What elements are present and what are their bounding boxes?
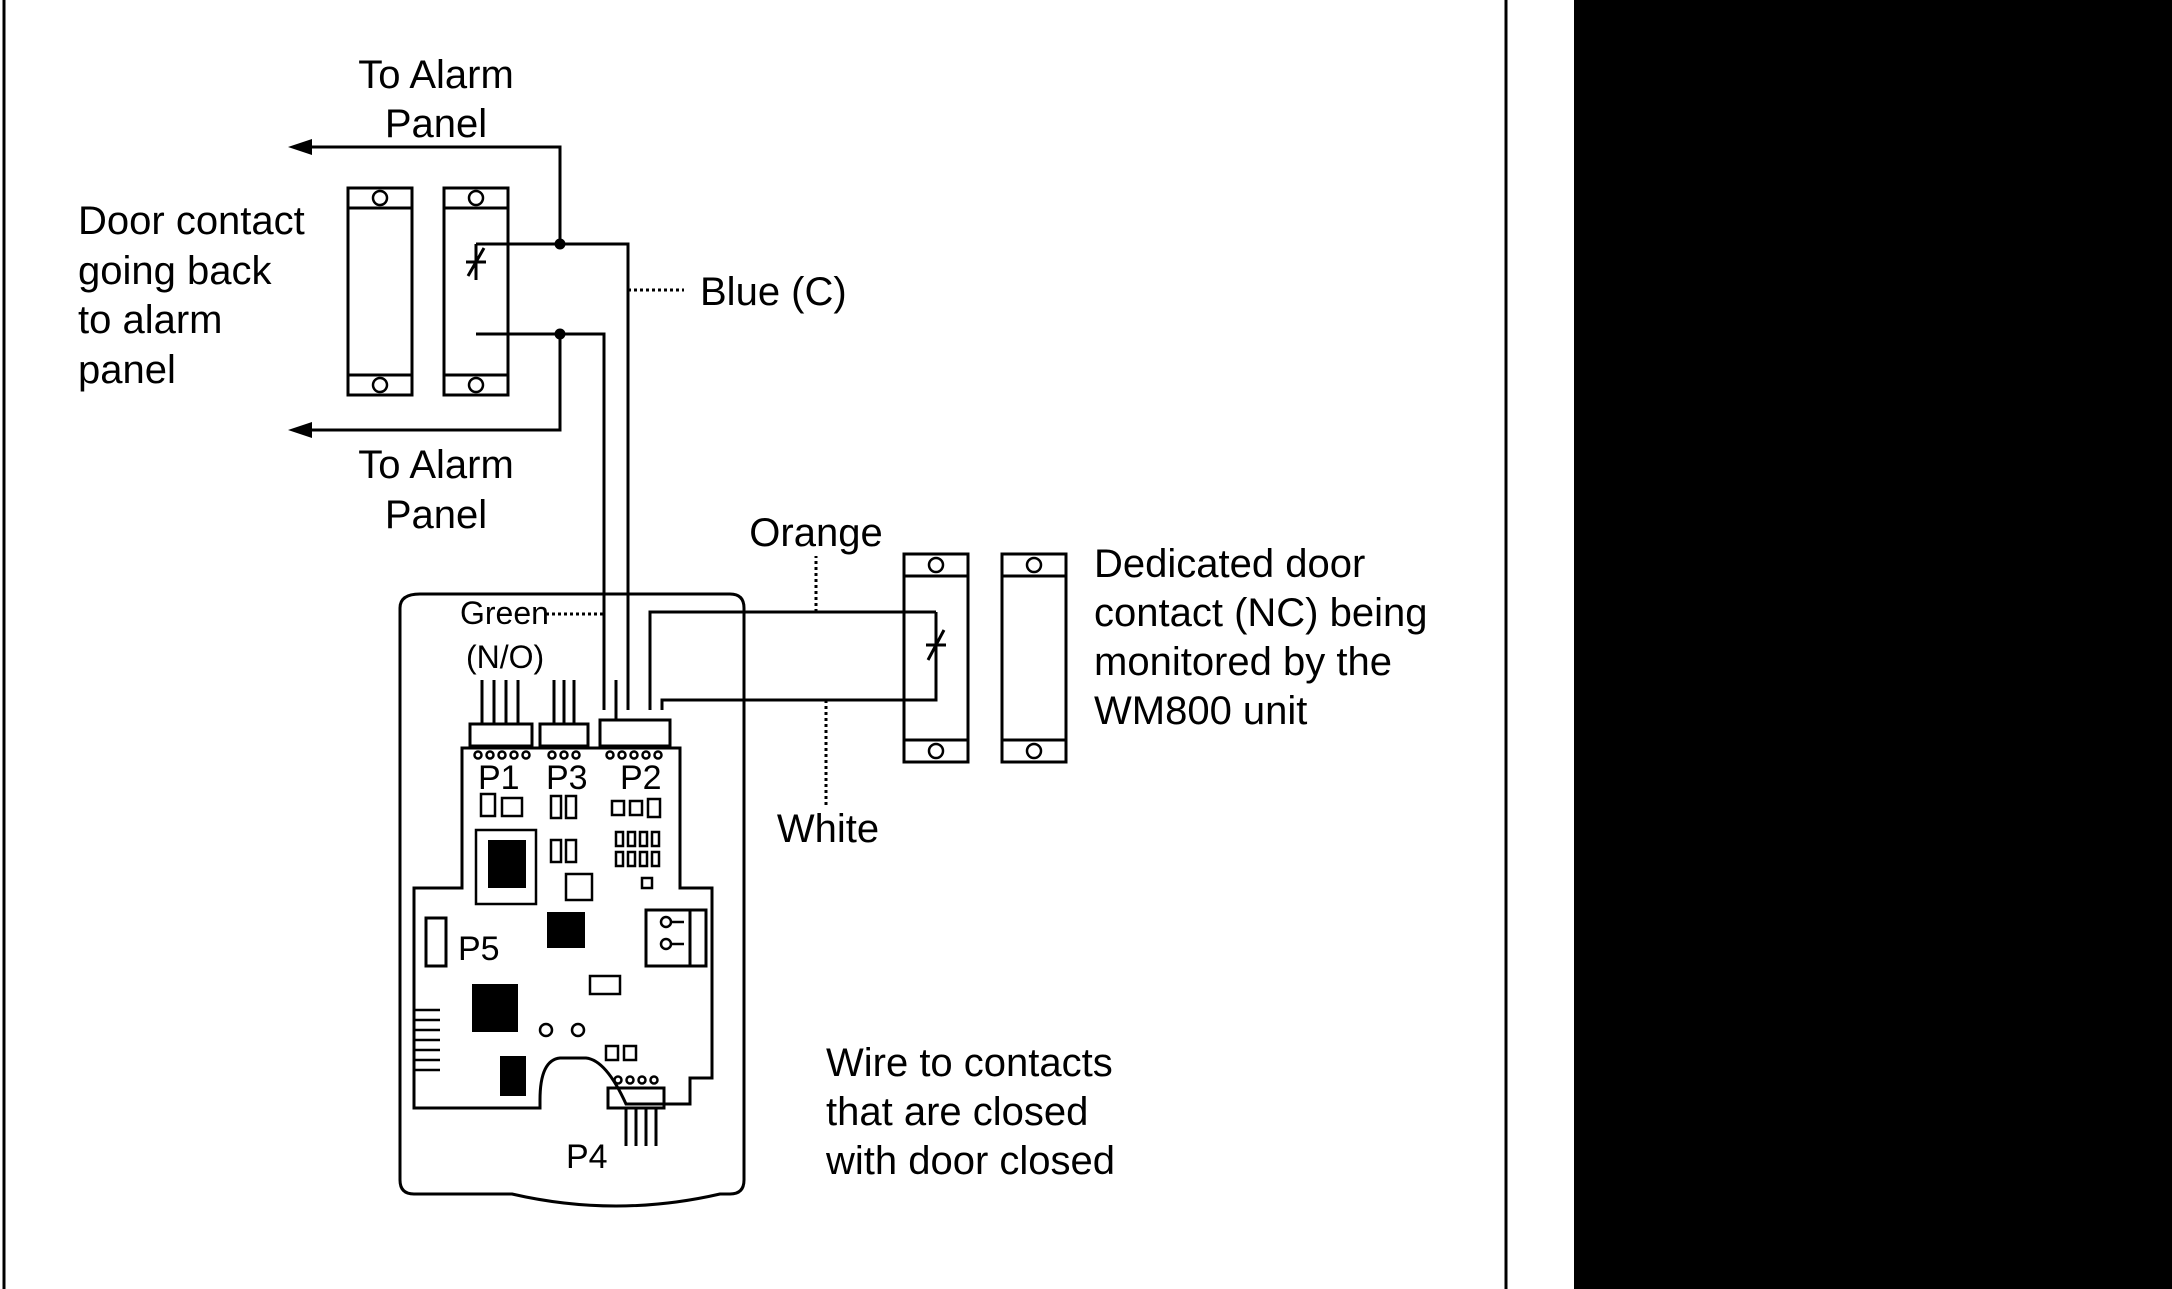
label-p2: P2 [620,759,662,797]
label-p1: P1 [478,759,520,797]
label-to-alarm-panel-bottom-2: Panel [385,493,487,537]
board-components [414,792,708,1096]
label-dedicated-4: WM800 unit [1094,689,1307,733]
diagram-frame [2,0,1508,1289]
label-blue-wire: Blue (C) [700,270,847,314]
alarm-door-contact [346,186,510,397]
label-green-wire: Green [460,595,549,631]
dedicated-magnet-right [1000,552,1068,764]
label-door-contact-3: to alarm [78,298,223,342]
dedicated-door-contact [902,552,1068,764]
label-to-alarm-panel-bottom: To Alarm [358,443,514,487]
label-door-contact-2: going back [78,249,272,293]
label-white-wire: White [777,807,879,851]
label-door-contact-1: Door contact [78,199,305,243]
connector-p5 [424,916,448,968]
note-line-2: that are closed [826,1090,1088,1134]
arrow-to-alarm-top [288,139,312,155]
connector-p3 [538,680,590,760]
label-p3: P3 [546,759,588,797]
note-line-1: Wire to contacts [826,1041,1113,1085]
reader-unit: P1 P3 P2 P5 P4 [398,592,746,1208]
label-orange-wire: Orange [749,511,882,555]
orange-wire [648,610,936,710]
blue-wire [560,242,630,710]
white-wire [660,678,938,710]
connector-p1 [468,680,534,760]
label-dedicated-2: contact (NC) being [1094,591,1427,635]
circuit-board [412,746,714,1110]
label-door-contact-4: panel [78,348,176,392]
connector-p4 [606,1075,666,1146]
label-to-alarm-panel-top-2: Panel [385,102,487,146]
label-dedicated-1: Dedicated door [1094,542,1365,586]
dedicated-switch-left [902,552,970,764]
label-p4: P4 [566,1138,608,1176]
dip-switch [644,908,708,968]
label-dedicated-3: monitored by the [1094,640,1392,684]
reader-housing [398,592,746,1208]
green-wire [560,332,606,710]
connector-p2 [598,680,672,760]
label-p5: P5 [458,930,500,968]
contact-magnet-left [346,186,414,397]
arrow-to-alarm-bottom [288,422,312,438]
alarm-wiring [288,139,684,710]
note-line-3: with door closed [825,1139,1115,1183]
label-to-alarm-panel-top: To Alarm [358,53,514,97]
right-black-panel [1574,0,2172,1289]
contact-switch-right [442,186,510,397]
label-green-no: (N/O) [466,639,544,675]
